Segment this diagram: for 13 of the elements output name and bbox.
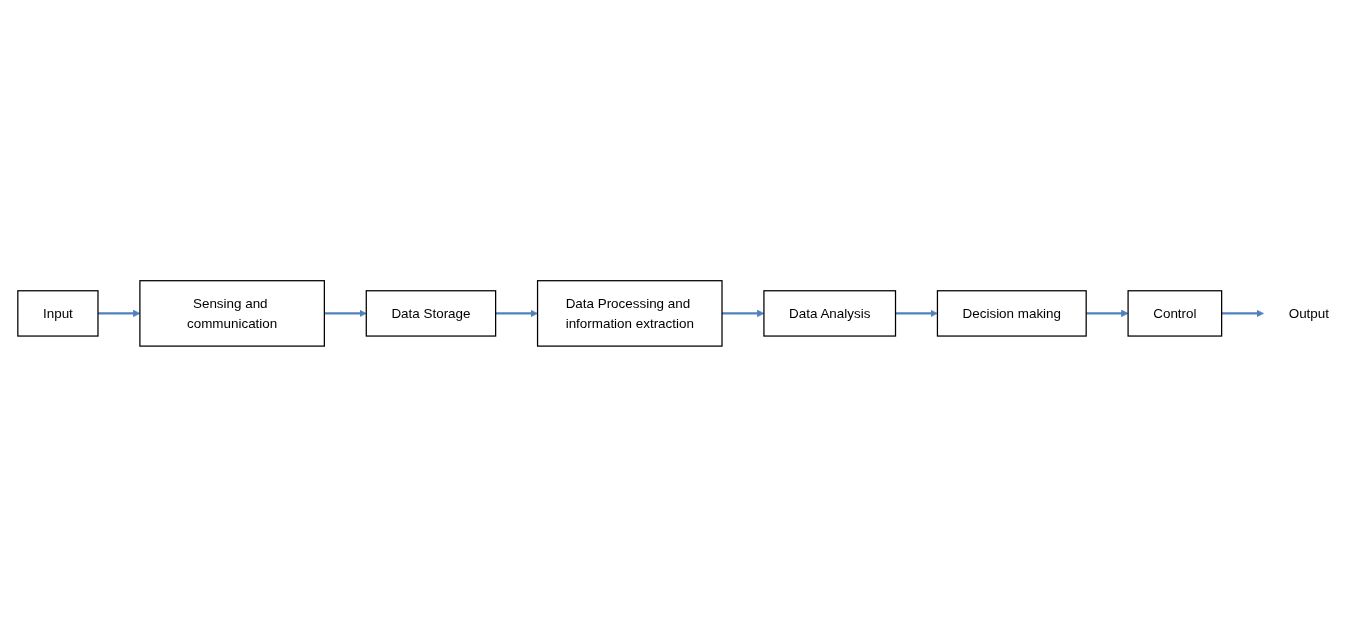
node-box: Data Storage <box>365 289 497 337</box>
node-box: Data Analysis <box>763 289 897 337</box>
arrow <box>1221 309 1264 317</box>
node-text: Output <box>1288 305 1329 320</box>
node-box: Data Processing and information extraction <box>536 279 723 347</box>
node-box: Input <box>17 289 99 337</box>
arrow <box>895 309 938 317</box>
node-box: Sensing and communication <box>139 279 325 347</box>
node-box: Decision making <box>936 289 1087 337</box>
node-box: Control <box>1127 289 1223 337</box>
arrow <box>1086 309 1129 317</box>
arrow <box>495 309 538 317</box>
arrow <box>324 309 367 317</box>
